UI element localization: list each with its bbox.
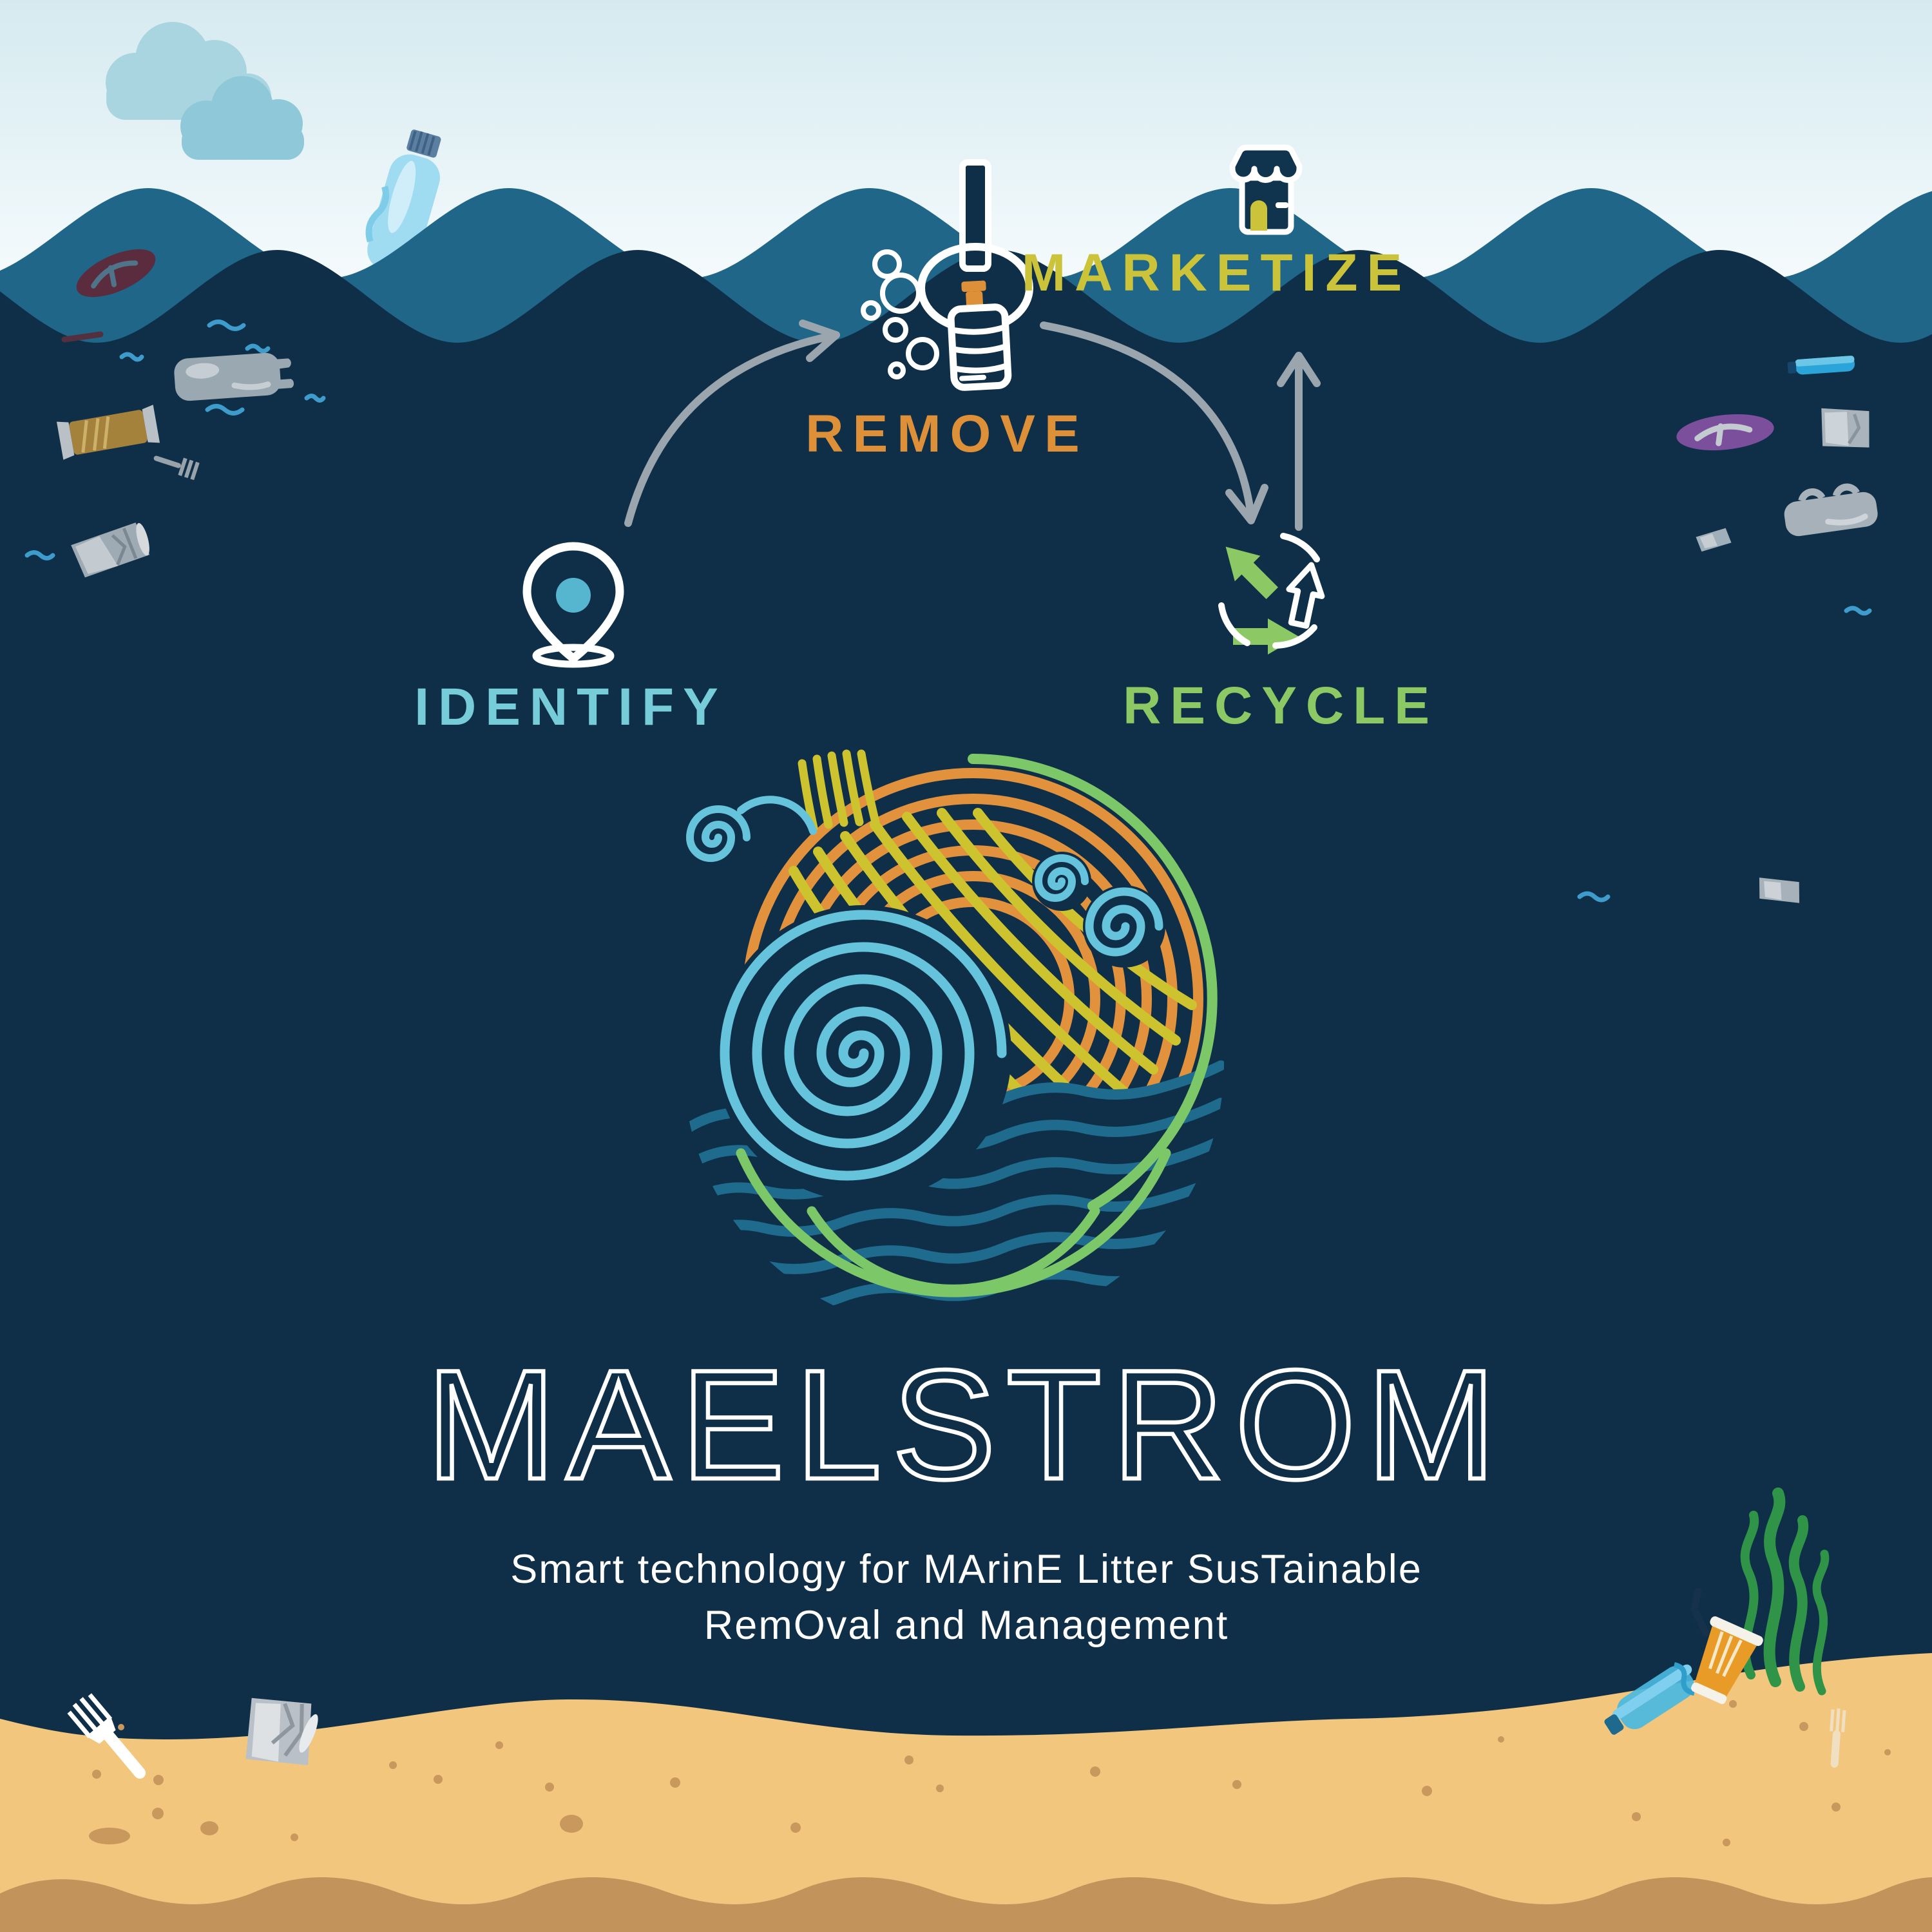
flip-flop-icon [1676,414,1774,451]
small-debris-icon [1759,877,1800,903]
arrowhead [1277,352,1321,387]
recycle-label: RECYCLE [1123,676,1439,735]
marketize-label: MARKETIZE [1021,244,1411,302]
crushed-cup-icon [71,522,150,578]
drinking-straw-icon [61,331,104,343]
water-ripples [24,320,1872,903]
straw-icon [1690,1587,1710,1637]
maelstrom-logo [682,749,1224,1334]
subtitle: Smart technology for MArinE Litter SusTa… [510,1542,1422,1654]
identify-label: IDENTIFY [414,678,727,736]
small-debris-icon [1696,528,1732,552]
storefront-icon [1229,144,1303,235]
arrowhead [1225,484,1268,524]
subtitle-line-1: Smart technology for MArinE Litter SusTa… [510,1547,1422,1592]
sand-dark-layer [0,1877,1932,1932]
white-fork-icon [67,1693,146,1779]
sand [0,1653,1932,1932]
plastic-fork-icon [153,455,200,481]
crushed-wrapper-icon [1821,408,1870,448]
paper-cup-icon [1691,1616,1763,1705]
location-pin-icon [522,542,624,668]
arrow-remove-to-recycle [1040,321,1255,519]
subtitle-line-2: RemOval and Management [703,1603,1229,1648]
wrapper-icon [56,405,160,460]
sand-pebbles [89,1700,1891,1846]
bubbles-icon [861,249,939,379]
arrow-identify-to-remove [624,331,840,527]
grabber-bottle-icon [861,159,1033,391]
page-title: MAELSTROM [424,1336,1507,1515]
cycle-arrows [624,320,1321,531]
logo-green-outer-arc [968,754,1218,1211]
logo-blue-swirls [682,796,1165,1201]
plastic-bag-icon [174,352,294,401]
cloud-icon [180,76,304,160]
cream-fork-icon [1830,1708,1846,1768]
remove-label: REMOVE [805,405,1089,463]
logo-green-bottom-arcs [736,1148,1171,1297]
recycle-arrows-icon [1218,533,1325,655]
flip-flop-icon [76,249,156,298]
buried-bottle-icon [1604,1662,1695,1735]
floating-bottle-small-icon [1787,356,1855,375]
arrowhead [799,320,840,362]
crushed-can-icon [245,1698,318,1766]
plastic-bag-icon [1784,483,1878,537]
